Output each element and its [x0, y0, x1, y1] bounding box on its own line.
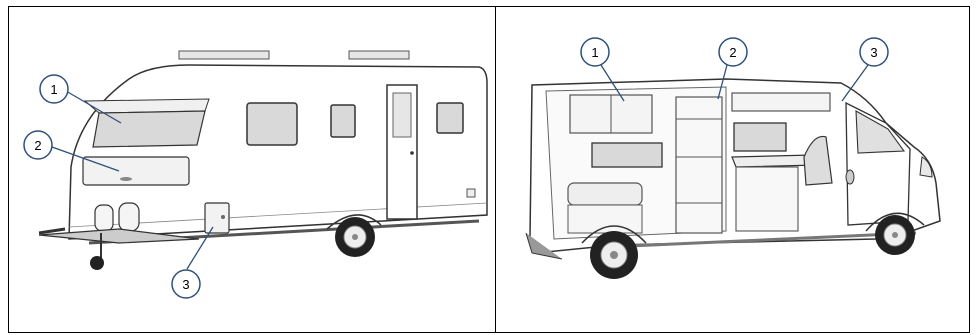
caravan-callout-2: 2 — [24, 131, 52, 159]
caravan-callout-2-label: 2 — [34, 138, 41, 153]
kitchen-unit — [736, 167, 798, 231]
caravan-callout-1: 1 — [40, 75, 68, 103]
rear-wheel-hub — [610, 251, 618, 259]
caravan-callout-1-label: 1 — [50, 82, 57, 97]
bench-cushion — [568, 183, 642, 205]
van-window-left — [592, 143, 662, 167]
caravan-illustration: 1 2 3 — [9, 7, 495, 332]
bench-base — [568, 205, 642, 233]
van-callout-3-label: 3 — [870, 45, 877, 60]
roof-vent-rear — [349, 51, 409, 59]
service-hatch — [205, 203, 229, 233]
caravan-leader-3 — [187, 227, 213, 269]
figure-table: 1 2 3 — [8, 6, 970, 333]
front-wheel-hub — [892, 232, 898, 238]
gas-bottle-2 — [119, 203, 139, 231]
jockey-wheel — [90, 256, 104, 270]
roof-vent-front — [179, 51, 269, 59]
hitch — [39, 229, 65, 233]
side-vent — [467, 189, 475, 197]
door-handle — [410, 151, 414, 155]
side-window-1 — [247, 103, 297, 145]
van-callout-2: 2 — [719, 38, 747, 66]
van-callout-1-label: 1 — [591, 45, 598, 60]
overhead-cabinet-right — [732, 93, 830, 111]
front-locker — [83, 157, 189, 185]
wheel-hub — [352, 234, 358, 240]
tall-unit — [676, 97, 722, 233]
gas-bottle-1 — [95, 205, 113, 231]
van-panel: 1 2 3 — [496, 7, 969, 332]
caravan-callout-3-label: 3 — [182, 277, 189, 292]
van-callout-1: 1 — [581, 38, 609, 66]
caravan-callout-3: 3 — [172, 270, 200, 298]
caravan-panel: 1 2 3 — [9, 7, 495, 332]
headlight — [920, 157, 932, 177]
cab-door — [846, 103, 910, 225]
wing-mirror — [846, 170, 854, 184]
van-illustration: 1 2 3 — [496, 7, 969, 332]
side-window-3 — [437, 103, 463, 133]
van-window-kitchen — [734, 123, 786, 151]
door-window — [393, 93, 411, 137]
front-light — [120, 177, 132, 181]
van-callout-3: 3 — [860, 38, 888, 66]
van-callout-2-label: 2 — [729, 45, 736, 60]
hatch-lock — [221, 215, 225, 219]
side-window-2 — [331, 105, 355, 137]
